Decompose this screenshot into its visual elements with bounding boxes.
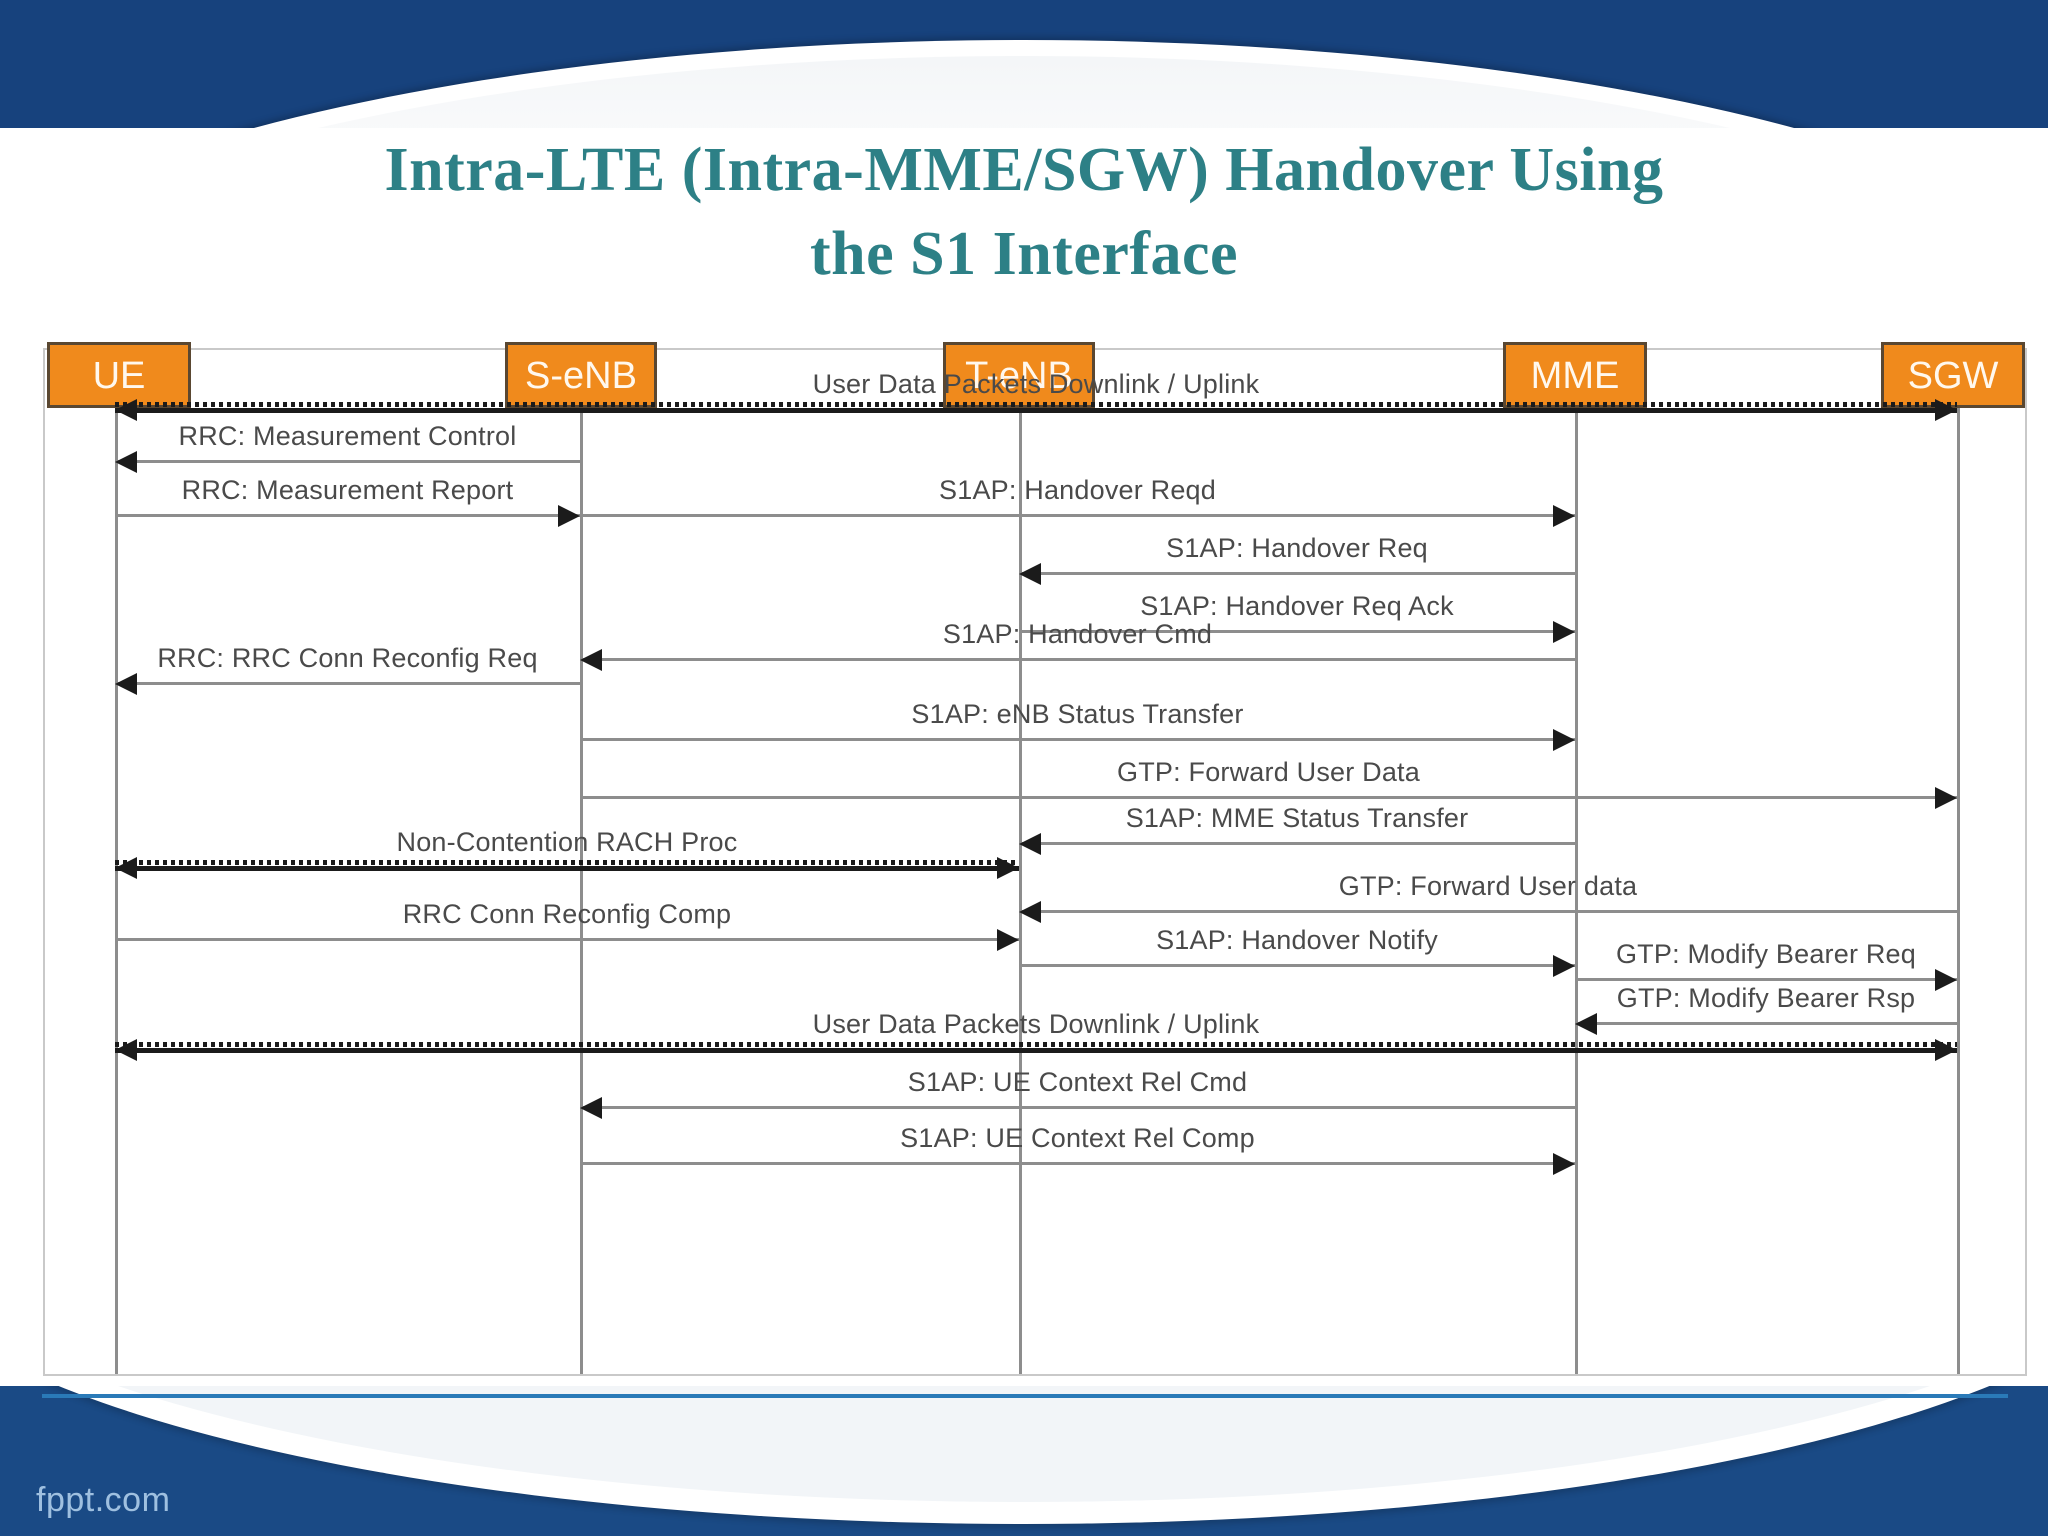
message-label: RRC: RRC Conn Reconfig Req xyxy=(157,643,538,673)
message-line xyxy=(1019,842,1575,845)
message-label: Non-Contention RACH Proc xyxy=(396,827,738,857)
arrowhead-right xyxy=(1553,729,1575,751)
message-label: S1AP: Handover Notify xyxy=(1156,925,1438,955)
message-line xyxy=(115,408,1957,413)
message-label: GTP: Modify Bearer Req xyxy=(1615,939,1916,969)
bottom-decorative-band xyxy=(0,1386,2048,1536)
arrowhead-right xyxy=(997,857,1019,879)
arrowhead-right xyxy=(1553,505,1575,527)
message-label: S1AP: MME Status Transfer xyxy=(1125,803,1469,833)
arrowhead-right xyxy=(1935,1039,1957,1061)
message-label: RRC Conn Reconfig Comp xyxy=(402,899,732,929)
message-label: User Data Packets Downlink / Uplink xyxy=(812,1009,1260,1039)
arrowhead-right xyxy=(1935,969,1957,991)
arrowhead-right xyxy=(1935,399,1957,421)
page-title-line-1: Intra-LTE (Intra-MME/SGW) Handover Using xyxy=(384,136,1664,204)
arrowhead-left xyxy=(115,1039,137,1061)
lifeline-senb xyxy=(580,408,583,1374)
message-dash-overlay xyxy=(115,1042,1957,1047)
message-line xyxy=(580,514,1575,517)
message-label: S1AP: Handover Req xyxy=(1166,533,1428,563)
message-dash-overlay xyxy=(115,860,1019,865)
message-line xyxy=(1019,572,1575,575)
arrowhead-left xyxy=(1019,901,1041,923)
message-label: RRC: Measurement Control xyxy=(178,421,517,451)
message-line xyxy=(1019,910,1957,913)
arrowhead-left xyxy=(115,673,137,695)
message-line xyxy=(580,796,1957,799)
message-label: S1AP: Handover Cmd xyxy=(942,619,1213,649)
message-label: S1AP: UE Context Rel Cmd xyxy=(907,1067,1248,1097)
message-dash-overlay xyxy=(115,402,1957,407)
arrowhead-right xyxy=(997,929,1019,951)
message-label: User Data Packets Downlink / Uplink xyxy=(812,369,1260,399)
node-box-mme[interactable]: MME xyxy=(1503,342,1647,408)
message-line xyxy=(580,1106,1575,1109)
lifeline-sgw xyxy=(1957,408,1960,1374)
title-separator-rule xyxy=(42,1394,2008,1398)
message-line xyxy=(115,866,1019,871)
arrowhead-left xyxy=(1019,833,1041,855)
message-line xyxy=(580,1162,1575,1165)
message-line xyxy=(1575,978,1957,981)
message-line xyxy=(115,938,1019,941)
message-label: GTP: Forward User data xyxy=(1338,871,1638,901)
lifeline-ue xyxy=(115,408,118,1374)
node-box-tenb[interactable]: T-eNB xyxy=(943,342,1095,408)
message-line xyxy=(115,460,580,463)
arrowhead-left xyxy=(115,451,137,473)
message-line xyxy=(1019,964,1575,967)
message-line xyxy=(1019,630,1575,633)
message-label: S1AP: eNB Status Transfer xyxy=(911,699,1244,729)
arrowhead-left xyxy=(580,1097,602,1119)
arrowhead-left xyxy=(1575,1013,1597,1035)
arrowhead-left xyxy=(580,649,602,671)
lifeline-mme xyxy=(1575,408,1578,1374)
slide-title: Intra-LTE (Intra-MME/SGW) Handover Using… xyxy=(0,128,2048,296)
arrowhead-left xyxy=(1019,563,1041,585)
arrowhead-right xyxy=(1935,787,1957,809)
message-label: GTP: Forward User Data xyxy=(1117,757,1420,787)
message-line xyxy=(1575,1022,1957,1025)
message-line xyxy=(580,738,1575,741)
arrowhead-right xyxy=(1553,955,1575,977)
page-title-line-2: the S1 Interface xyxy=(809,220,1239,288)
message-label: S1AP: Handover Req Ack xyxy=(1140,591,1454,621)
message-label: GTP: Modify Bearer Rsp xyxy=(1616,983,1916,1013)
message-label: RRC: Measurement Report xyxy=(181,475,514,505)
lifeline-tenb xyxy=(1019,408,1022,1374)
message-label: S1AP: Handover Reqd xyxy=(939,475,1216,505)
watermark-label: fppt.com xyxy=(36,1481,171,1519)
arrowhead-right xyxy=(1553,621,1575,643)
node-box-ue[interactable]: UE xyxy=(47,342,191,408)
arrowhead-left xyxy=(115,857,137,879)
message-line xyxy=(115,514,580,517)
message-line xyxy=(115,1048,1957,1053)
top-decorative-band xyxy=(0,0,2048,128)
message-line xyxy=(580,658,1575,661)
message-line xyxy=(115,682,580,685)
message-label: S1AP: UE Context Rel Comp xyxy=(900,1123,1255,1153)
arrowhead-right xyxy=(1553,1153,1575,1175)
arrowhead-right xyxy=(558,505,580,527)
arrowhead-left xyxy=(115,399,137,421)
